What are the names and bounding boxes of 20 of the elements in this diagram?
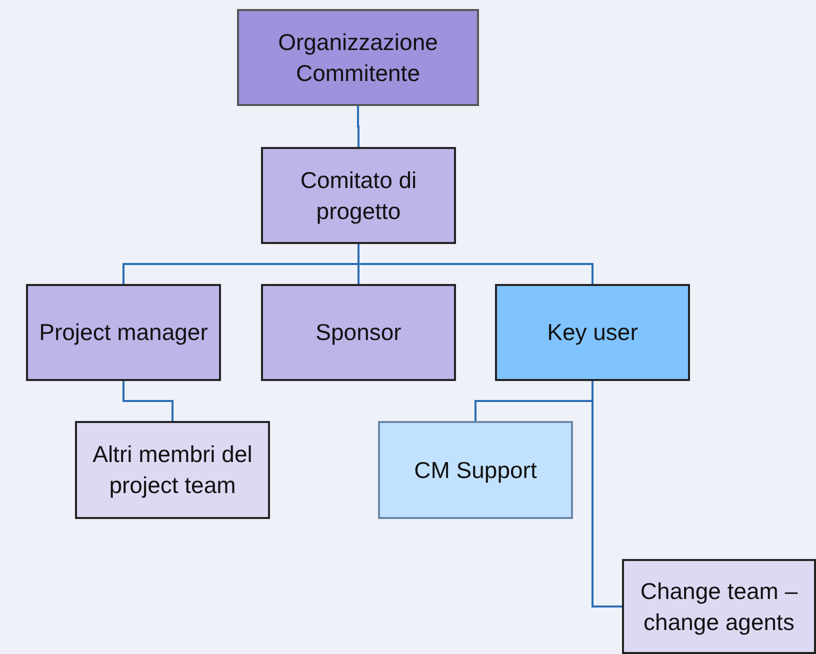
box-label: Comitato di progetto (299, 166, 418, 226)
box-label: Change team – change agents (639, 576, 799, 637)
connector-line (357, 106, 360, 147)
box-label: Organizzazione Commitente (277, 28, 439, 88)
connector-line (592, 381, 622, 608)
org-box (495, 284, 690, 381)
box-label: Key user (547, 318, 638, 347)
org-box (26, 284, 221, 381)
connector-line (358, 244, 594, 284)
org-box (75, 421, 270, 519)
connector-line (122, 381, 174, 421)
org-box (622, 559, 816, 654)
box-label: Sponsor (316, 318, 402, 347)
box-label: CM Support (414, 456, 537, 485)
org-box (261, 147, 456, 244)
box-label: Project manager (39, 318, 208, 347)
org-box (261, 284, 456, 381)
box-label: Altri membri del project team (92, 440, 254, 500)
org-box (237, 9, 479, 106)
org-box (378, 421, 573, 519)
